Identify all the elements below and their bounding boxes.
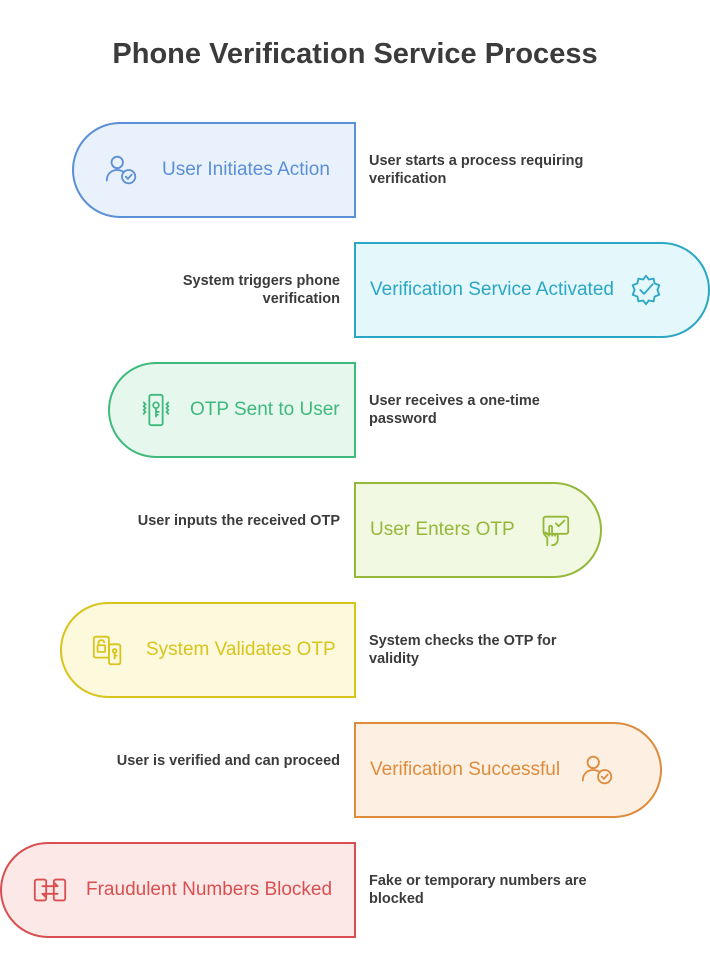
step-verification-successful: User is verified and can proceed Verific… [0,722,710,818]
step-pill: System Validates OTP [60,602,356,698]
step-description: User receives a one-time password [369,393,540,427]
step-description: User inputs the received OTP [137,513,340,529]
step-label: Fraudulent Numbers Blocked [86,879,333,900]
step-description: User starts a process requiring verifica… [369,153,584,187]
step-pill: OTP Sent to User [108,362,356,458]
step-pill: Verification Successful [354,722,662,818]
step-description: System triggers phone verification [182,273,340,307]
step-verification-service-activated: System triggers phone verification Verif… [0,242,710,338]
step-label: Verification Successful [370,759,561,780]
page-title: Phone Verification Service Process [112,38,598,70]
step-pill: User Enters OTP [354,482,602,578]
step-label: User Enters OTP [370,519,515,540]
step-user-enters-otp: User inputs the received OTP User Enters… [0,482,710,578]
user-check-icon [578,750,618,790]
step-label: System Validates OTP [146,639,336,660]
step-label: Verification Service Activated [370,279,614,300]
step-user-initiates-action: User Initiates Action User starts a proc… [0,122,710,218]
step-system-validates-otp: System Validates OTP System checks the O… [0,602,710,698]
step-label: OTP Sent to User [190,399,340,420]
phone-key-icon [136,390,176,430]
step-pill: Verification Service Activated [354,242,710,338]
step-fraudulent-numbers-blocked: Fraudulent Numbers Blocked Fake or tempo… [0,842,710,938]
step-pill: Fraudulent Numbers Blocked [0,842,356,938]
lock-phone-icon [88,630,128,670]
swap-block-icon [30,870,70,910]
step-label: User Initiates Action [162,159,330,180]
step-otp-sent-to-user: OTP Sent to User User receives a one-tim… [0,362,710,458]
step-description: User is verified and can proceed [116,753,340,769]
step-description: Fake or temporary numbers are blocked [369,873,587,907]
gear-check-icon [626,270,666,310]
user-check-icon [102,150,142,190]
step-description: System checks the OTP for validity [369,633,557,667]
hand-tap-icon [533,510,573,550]
step-pill: User Initiates Action [72,122,356,218]
